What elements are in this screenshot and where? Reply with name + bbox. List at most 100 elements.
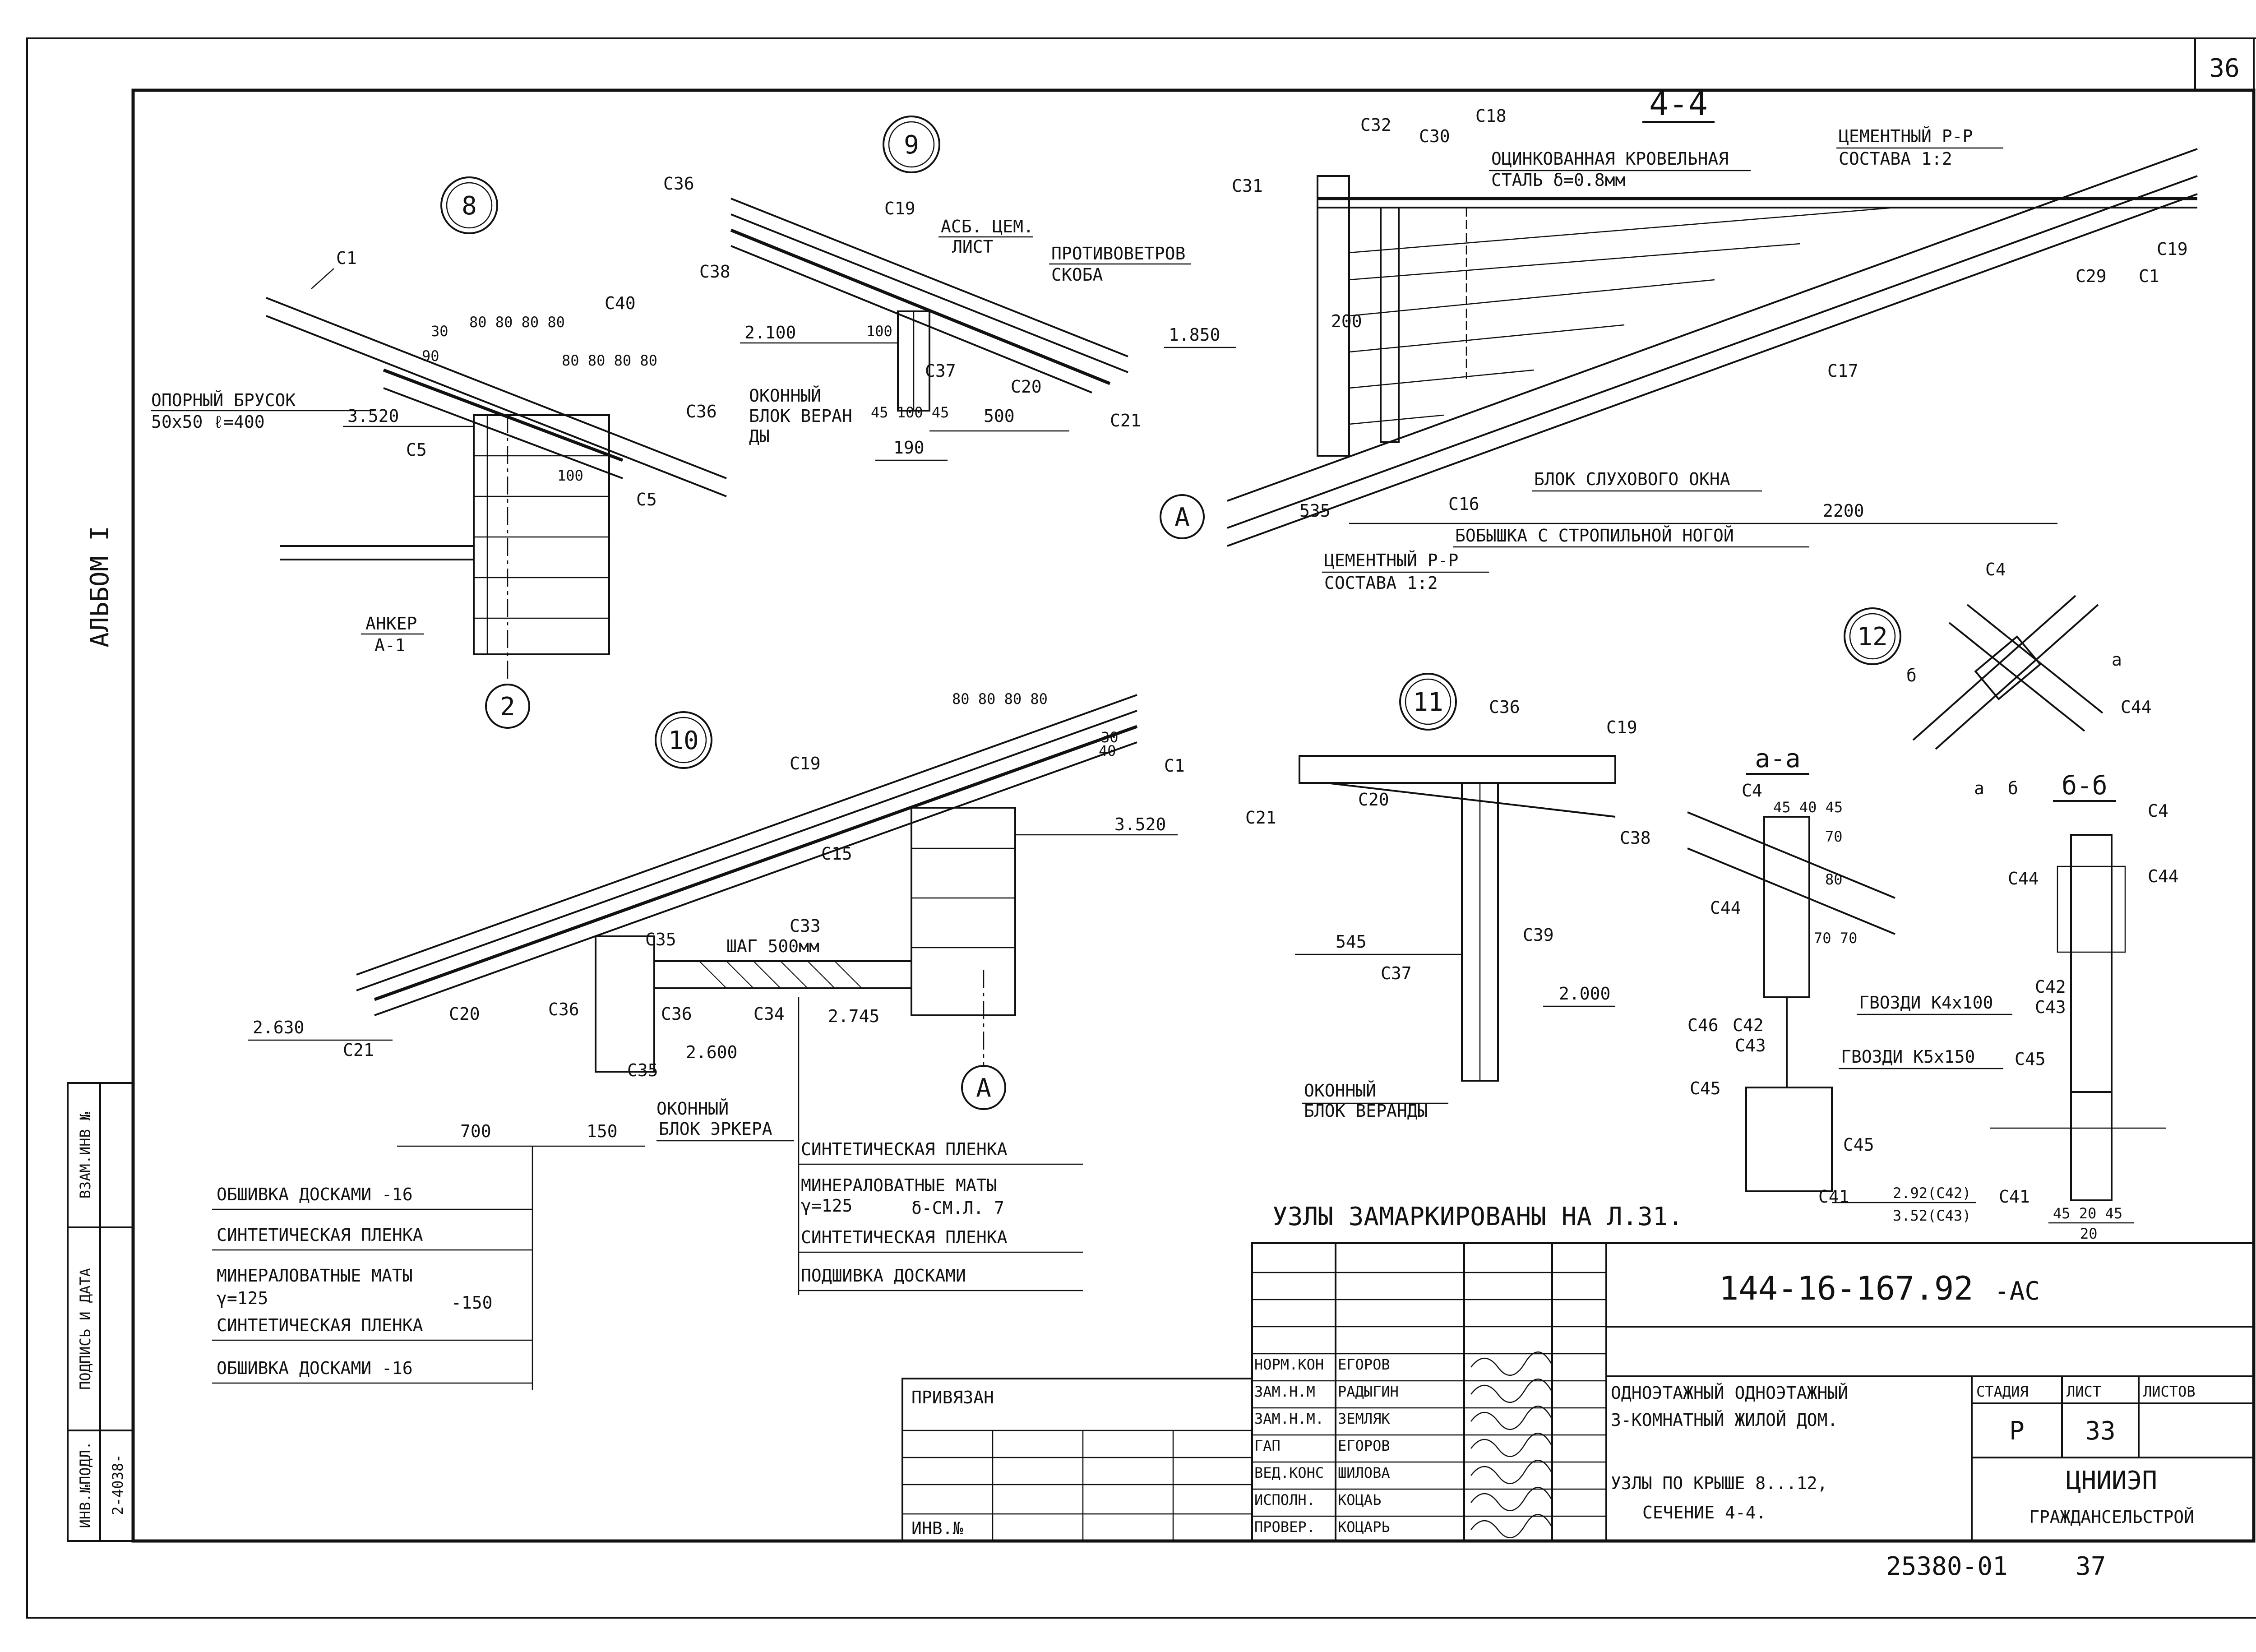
side-stamp: ВЗАМ.ИНВ № ПОДПИСЬ И ДАТА ИНВ.№ПОДЛ. 2-4… xyxy=(67,1082,134,1542)
detail-8-dims-top2: 80 80 80 80 xyxy=(562,352,657,369)
legend-left-row-4: γ=125 xyxy=(217,1288,268,1308)
legend-right-row-2: МИНЕРАЛОВАТНЫЕ МАТЫ xyxy=(801,1175,997,1195)
section-4-4-title: 4-4 xyxy=(1649,85,1708,123)
side-stamp-inv-podl: ИНВ.№ПОДЛ. xyxy=(77,1441,94,1528)
title-block: ПРИВЯЗАН ИНВ.№ НОРМ.КОН ЗАМ.Н.М ЗАМ.Н.М.… xyxy=(901,1242,2255,1542)
detail-11-c38: C38 xyxy=(1620,828,1651,848)
legend-right-row-5: СИНТЕТИЧЕСКАЯ ПЛЕНКА xyxy=(801,1227,1008,1247)
detail-9-okno3: ДЫ xyxy=(749,426,770,446)
signature-scribbles xyxy=(1470,1351,1553,1538)
section-b-b-c44b: C44 xyxy=(2148,866,2179,886)
section-4-4-steel2: СТАЛЬ δ=0.8мм xyxy=(1491,170,1625,190)
section-4-4-axis-marker xyxy=(1160,494,1205,539)
role-6: ИСПОЛН. xyxy=(1254,1491,1315,1509)
detail-12-c4: C4 xyxy=(1985,560,2006,579)
section-a-a-c4: C4 xyxy=(1742,781,1762,801)
detail-8-brusok-size: 50x50 ℓ=400 xyxy=(151,412,265,432)
section-4-4: 4-4 C32 C30 C18 ОЦИНКОВАННАЯ КРОВЕЛЬНАЯ … xyxy=(1160,85,2198,593)
detail-11-okno2: БЛОК ВЕРАНДЫ xyxy=(1304,1101,1428,1121)
detail-12-a: а xyxy=(2112,650,2122,670)
title-privyazan: ПРИВЯЗАН xyxy=(911,1388,994,1407)
role-4: ГАП xyxy=(1254,1437,1281,1454)
detail-11-marker xyxy=(1399,673,1457,731)
section-a-a-c46: C46 xyxy=(1687,1015,1719,1035)
legend-right: СИНТЕТИЧЕСКАЯ ПЛЕНКА МИНЕРАЛОВАТНЫЕ МАТЫ… xyxy=(798,997,1083,1295)
legend-left-row-5: -150 xyxy=(451,1293,493,1313)
title-stage-header: СТАДИЯ xyxy=(1976,1383,2029,1400)
section-4-4-bobyshka: БОБЫШКА С СТРОПИЛЬНОЙ НОГОЙ xyxy=(1455,526,1734,546)
detail-12-marker xyxy=(1844,607,1901,665)
detail-10-elev1: 3.520 xyxy=(1114,814,1166,834)
name-5: ШИЛОВА xyxy=(1338,1464,1390,1481)
detail-9-list: ЛИСТ xyxy=(952,237,994,257)
detail-11-okno1: ОКОННЫЙ xyxy=(1304,1081,1376,1101)
section-b-b-c4: C4 xyxy=(2148,801,2168,821)
detail-10-c36a: C36 xyxy=(548,1000,579,1019)
role-5: ВЕД.КОНС xyxy=(1254,1464,1324,1481)
detail-9-okno1: ОКОННЫЙ xyxy=(749,386,821,406)
title-inv: ИНВ.№ xyxy=(911,1518,963,1538)
detail-10-number: 10 xyxy=(668,726,698,755)
album-label: АЛЬБОМ I xyxy=(85,526,115,648)
detail-12-number: 12 xyxy=(1857,622,1887,652)
section-a-a-dims: 45 40 45 xyxy=(1773,799,1843,816)
section-4-4-axis: А xyxy=(1174,503,1190,532)
detail-9-asb: АСБ. ЦЕМ. xyxy=(941,217,1034,236)
section-a-a-c44: C44 xyxy=(1710,898,1741,918)
detail-10-c20: C20 xyxy=(449,1004,480,1024)
detail-8: 8 2 C1 C40 80 80 80 80 80 80 80 80 90 30… xyxy=(151,176,727,729)
detail-9: 9 C36 C19 АСБ. ЦЕМ. ЛИСТ ПРОТИВОВЕТРОВ С… xyxy=(663,116,1236,461)
section-4-4-blok: БЛОК СЛУХОВОГО ОКНА xyxy=(1534,469,1730,489)
section-4-4-cem1: ЦЕМЕНТНЫЙ Р-Р xyxy=(1839,126,1973,146)
section-4-4-cem2: СОСТАВА 1:2 xyxy=(1839,149,1952,169)
detail-11-c20: C20 xyxy=(1358,790,1389,810)
detail-8-d90: 90 xyxy=(422,347,439,365)
detail-8-number: 8 xyxy=(462,191,477,221)
title-list-header: ЛИСТ xyxy=(2066,1383,2101,1400)
section-a-a-c45b: C45 xyxy=(1843,1135,1874,1155)
detail-9-okno2: БЛОК ВЕРАН xyxy=(749,406,852,426)
detail-10-d150: 150 xyxy=(587,1121,618,1141)
detail-10-c34: C34 xyxy=(754,1004,785,1024)
section-a-a-title: а-а xyxy=(1755,744,1800,773)
note-marked: УЗЛЫ ЗАМАРКИРОВАНЫ НА Л.31. xyxy=(1272,1202,1683,1231)
section-b-b-c41: C41 xyxy=(1999,1187,2030,1207)
detail-12-sec-a: а xyxy=(1974,778,1984,798)
detail-10-c1: C1 xyxy=(1164,756,1185,776)
detail-8-d100: 100 xyxy=(557,467,583,484)
detail-11-c19: C19 xyxy=(1606,717,1637,737)
role-7: ПРОВЕР. xyxy=(1254,1518,1315,1536)
detail-8-dims-top: 80 80 80 80 xyxy=(469,314,565,331)
section-b-b-c42: C42 xyxy=(2035,977,2066,997)
name-3: ЗЕМЛЯК xyxy=(1338,1410,1390,1427)
section-a-a-gvozdi2: ГВОЗДИ К5х150 xyxy=(1841,1047,1975,1067)
side-stamp-inv-value: 2-4038- xyxy=(109,1454,126,1515)
section-a-a-d80: 80 xyxy=(1825,871,1843,888)
detail-10-marker xyxy=(655,711,712,769)
detail-10-d40: 40 xyxy=(1099,742,1116,759)
title-stage: Р xyxy=(2009,1416,2025,1446)
legend-left-row-6: СИНТЕТИЧЕСКАЯ ПЛЕНКА xyxy=(217,1315,423,1335)
legend-left-row-1: ОБШИВКА ДОСКАМИ -16 xyxy=(217,1185,413,1204)
detail-10-c21: C21 xyxy=(343,1040,374,1060)
legend-left: ОБШИВКА ДОСКАМИ -16 СИНТЕТИЧЕСКАЯ ПЛЕНКА… xyxy=(212,1146,533,1390)
detail-12-b: б xyxy=(1906,666,1917,685)
detail-8-brusok: ОПОРНЫЙ БРУСОК xyxy=(151,390,296,410)
detail-8-anker-code: А-1 xyxy=(374,635,406,655)
section-4-4-c29: C29 xyxy=(2076,266,2107,286)
title-sheet-title-1: УЗЛЫ ПО КРЫШЕ 8...12, xyxy=(1611,1473,1827,1493)
section-b-b: б-б C4 C44 C44 C42 C43 C45 C41 45 20 45 … xyxy=(1990,771,2179,1242)
legend-left-row-2: СИНТЕТИЧЕСКАЯ ПЛЕНКА xyxy=(217,1225,423,1245)
section-4-4-c19: C19 xyxy=(2157,239,2188,259)
section-a-a-c41: C41 xyxy=(1818,1187,1849,1207)
detail-10-elev2: 2.745 xyxy=(828,1006,879,1026)
title-list: 33 xyxy=(2085,1416,2115,1446)
section-4-4-d535: 535 xyxy=(1299,501,1331,521)
title-sheet-title-2: СЕЧЕНИЕ 4-4. xyxy=(1642,1503,1766,1522)
role-3: ЗАМ.Н.М. xyxy=(1254,1410,1324,1427)
detail-9-protiv: ПРОТИВОВЕТРОВ xyxy=(1051,244,1185,264)
section-4-4-cem4: СОСТАВА 1:2 xyxy=(1324,573,1438,593)
detail-9-c36: C36 xyxy=(663,174,694,194)
section-b-b-c44a: C44 xyxy=(2008,869,2039,888)
title-building-2: 3-КОМНАТНЫЙ ЖИЛОЙ ДОМ. xyxy=(1611,1410,1838,1430)
